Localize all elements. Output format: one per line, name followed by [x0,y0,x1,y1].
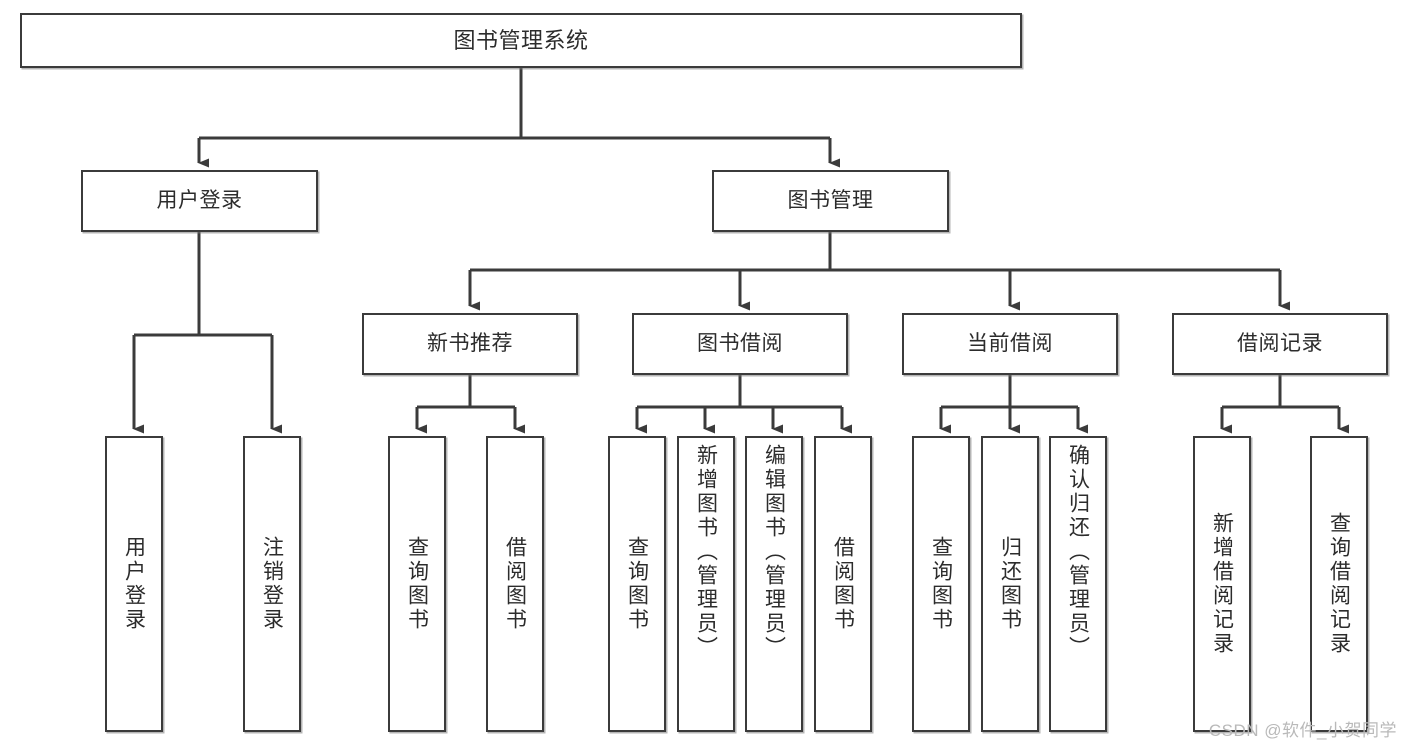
leaf-edit-book-admin[interactable]: 编辑图书（管理员） [745,436,803,732]
node-label: 查询图书 [405,536,429,632]
node-label: 查询图书 [929,536,953,632]
node-current-borrowing[interactable]: 当前借阅 [902,313,1118,375]
leaf-user-login[interactable]: 用户登录 [105,436,163,732]
node-label: 用户登录 [156,188,243,212]
leaf-query-books-current[interactable]: 查询图书 [912,436,970,732]
node-label: 借阅图书 [831,536,855,632]
node-label: 当前借阅 [967,331,1053,355]
node-new-book-recommendation[interactable]: 新书推荐 [362,313,578,375]
leaf-query-books-borrow[interactable]: 查询图书 [608,436,666,732]
leaf-confirm-return-admin[interactable]: 确认归还（管理员） [1049,436,1107,732]
node-label: 归还图书 [998,536,1022,632]
node-label: 注销登录 [260,536,284,632]
leaf-add-borrow-record[interactable]: 新增借阅记录 [1193,436,1251,732]
leaf-return-books[interactable]: 归还图书 [981,436,1039,732]
node-label: 用户登录 [122,536,146,632]
node-label: 借阅图书 [503,536,527,632]
leaf-query-books-new-book[interactable]: 查询图书 [388,436,446,732]
leaf-add-book-admin[interactable]: 新增图书（管理员） [677,436,735,732]
node-label: 图书管理 [787,188,874,212]
node-root-book-management-system[interactable]: 图书管理系统 [20,13,1022,68]
watermark-text: CSDN @软件_小贺同学 [1208,721,1397,740]
node-label: 查询图书 [625,536,649,632]
node-label: 新增借阅记录 [1210,512,1234,656]
leaf-logout[interactable]: 注销登录 [243,436,301,732]
node-borrowing-records[interactable]: 借阅记录 [1172,313,1388,375]
node-user-login[interactable]: 用户登录 [81,170,318,232]
leaf-borrow-books[interactable]: 借阅图书 [814,436,872,732]
leaf-borrow-books-new-book[interactable]: 借阅图书 [486,436,544,732]
node-book-management[interactable]: 图书管理 [712,170,949,232]
node-label: 新书推荐 [427,331,513,355]
node-label: 图书管理系统 [453,27,589,53]
node-label: 借阅记录 [1237,331,1323,355]
node-label: 图书借阅 [697,331,783,355]
node-label: 新增图书（管理员） [694,444,718,660]
node-label: 编辑图书（管理员） [762,444,786,660]
node-label: 确认归还（管理员） [1066,444,1090,660]
node-label: 查询借阅记录 [1327,512,1351,656]
node-book-borrowing[interactable]: 图书借阅 [632,313,848,375]
leaf-query-borrow-record[interactable]: 查询借阅记录 [1310,436,1368,732]
